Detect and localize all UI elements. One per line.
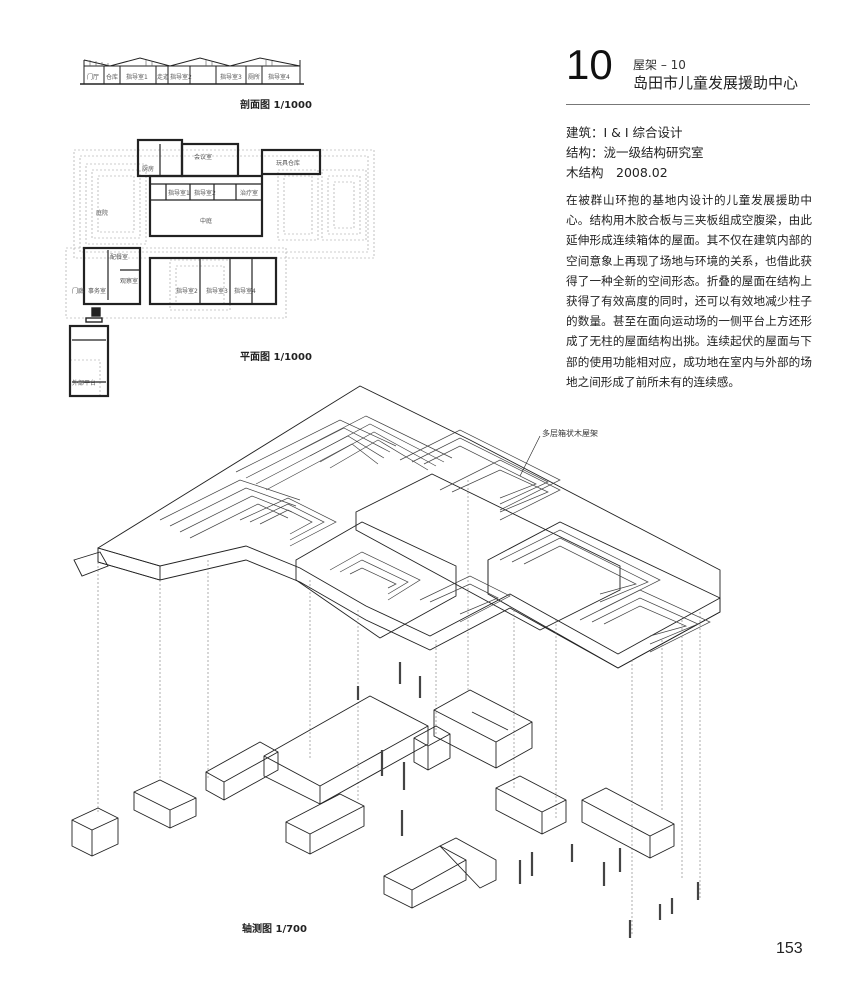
- roof-annotation: 多层箱状木屋架: [542, 429, 598, 438]
- plan-label: 配餐室: [110, 254, 129, 261]
- plan-label: 指导室4: [234, 288, 256, 295]
- credit-architecture: 建筑：I & I 综合设计: [566, 125, 683, 140]
- chapter-number: 10: [566, 41, 613, 88]
- plan-label: 观察室: [120, 278, 139, 285]
- header-divider: [566, 104, 810, 105]
- plan-label: 指导室2: [194, 190, 216, 197]
- axon-posts: [356, 662, 700, 938]
- plan-label: 事务室: [88, 288, 107, 295]
- credits-block: 建筑：I & I 综合设计 结构：泷一级结构研究室 木结构 2008.02: [566, 123, 704, 183]
- plan-label: 外部平台: [72, 380, 97, 387]
- section-drawing: [80, 57, 304, 85]
- section-label: 指导室3: [220, 74, 242, 81]
- plan-caption: 平面图 1/1000: [240, 352, 312, 363]
- axon-roof: [73, 385, 721, 669]
- plan-label: 指导室2: [176, 288, 198, 295]
- axon-column-lines: [97, 480, 701, 936]
- plan-label: 会议室: [194, 154, 213, 161]
- section-label: 走道: [157, 74, 170, 81]
- credit-type-date: 木结构 2008.02: [566, 165, 668, 180]
- section-label: 指导室2: [170, 74, 192, 81]
- plan-label: 庭院: [96, 210, 109, 217]
- chapter-subtitle: 屋架 – 10: [633, 58, 686, 72]
- section-label: 指导室1: [126, 74, 148, 81]
- project-description: 在被群山环抱的基地内设计的儿童发展援助中心。结构用木胶合板与三夹板组成空腹梁，由…: [566, 193, 812, 389]
- plan-label: 门廊: [72, 288, 85, 295]
- credit-structure: 结构：泷一级结构研究室: [566, 145, 704, 160]
- plan-label: 指导室3: [206, 288, 228, 295]
- section-caption: 剖面图 1/1000: [240, 100, 312, 111]
- project-title: 岛田市儿童发展援助中心: [633, 74, 799, 92]
- axon-caption: 轴测图 1/700: [242, 924, 307, 935]
- axon-boxes: [71, 689, 675, 909]
- plan-label: 玩具仓库: [276, 160, 301, 167]
- plan-label: 中庭: [200, 218, 213, 225]
- page-number: 153: [776, 940, 803, 957]
- plan-label: 治疗室: [240, 190, 259, 197]
- plan-label: 厨房: [142, 166, 155, 173]
- section-label: 指导室4: [268, 74, 290, 81]
- section-label: 厕所: [248, 74, 261, 81]
- plan-drawing: [65, 138, 375, 398]
- section-label: 仓库: [106, 74, 119, 81]
- plan-label: 指导室1: [168, 190, 190, 197]
- section-label: 门厅: [87, 74, 100, 81]
